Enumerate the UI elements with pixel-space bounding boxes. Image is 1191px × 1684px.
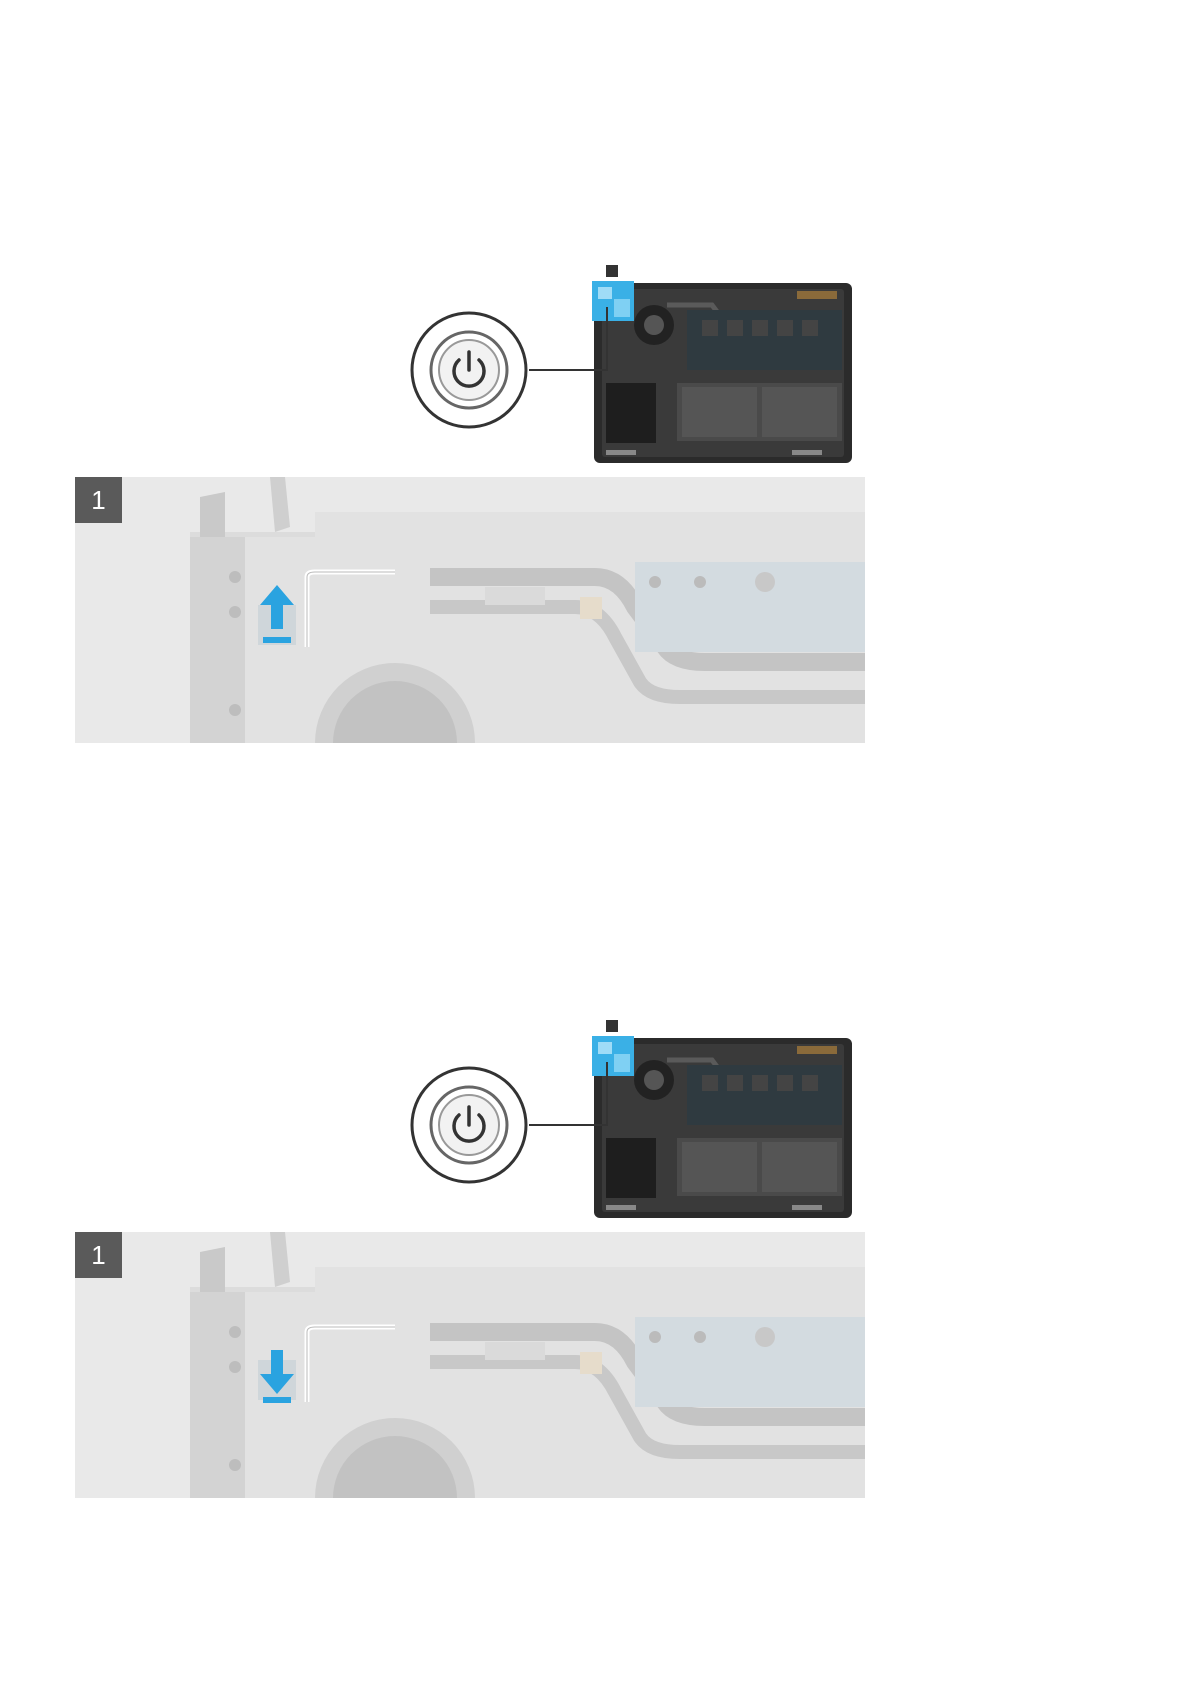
detail-panel: 1 — [75, 1232, 865, 1498]
installation-figure: 1 — [0, 1020, 1191, 1500]
power-button-callout — [409, 310, 529, 430]
callout-line — [529, 1124, 607, 1126]
callout-line-vertical — [606, 307, 608, 371]
step-number-badge: 1 — [75, 1232, 122, 1278]
detail-illustration — [75, 1232, 865, 1498]
detail-panel: 1 — [75, 477, 865, 743]
step-number-badge: 1 — [75, 477, 122, 523]
detail-illustration — [75, 477, 865, 743]
power-button-callout — [409, 1065, 529, 1185]
laptop-overview — [592, 1020, 854, 1220]
callout-line — [529, 369, 607, 371]
removal-figure: 1 — [0, 265, 1191, 745]
callout-line-vertical — [606, 1062, 608, 1126]
laptop-overview — [592, 265, 854, 465]
